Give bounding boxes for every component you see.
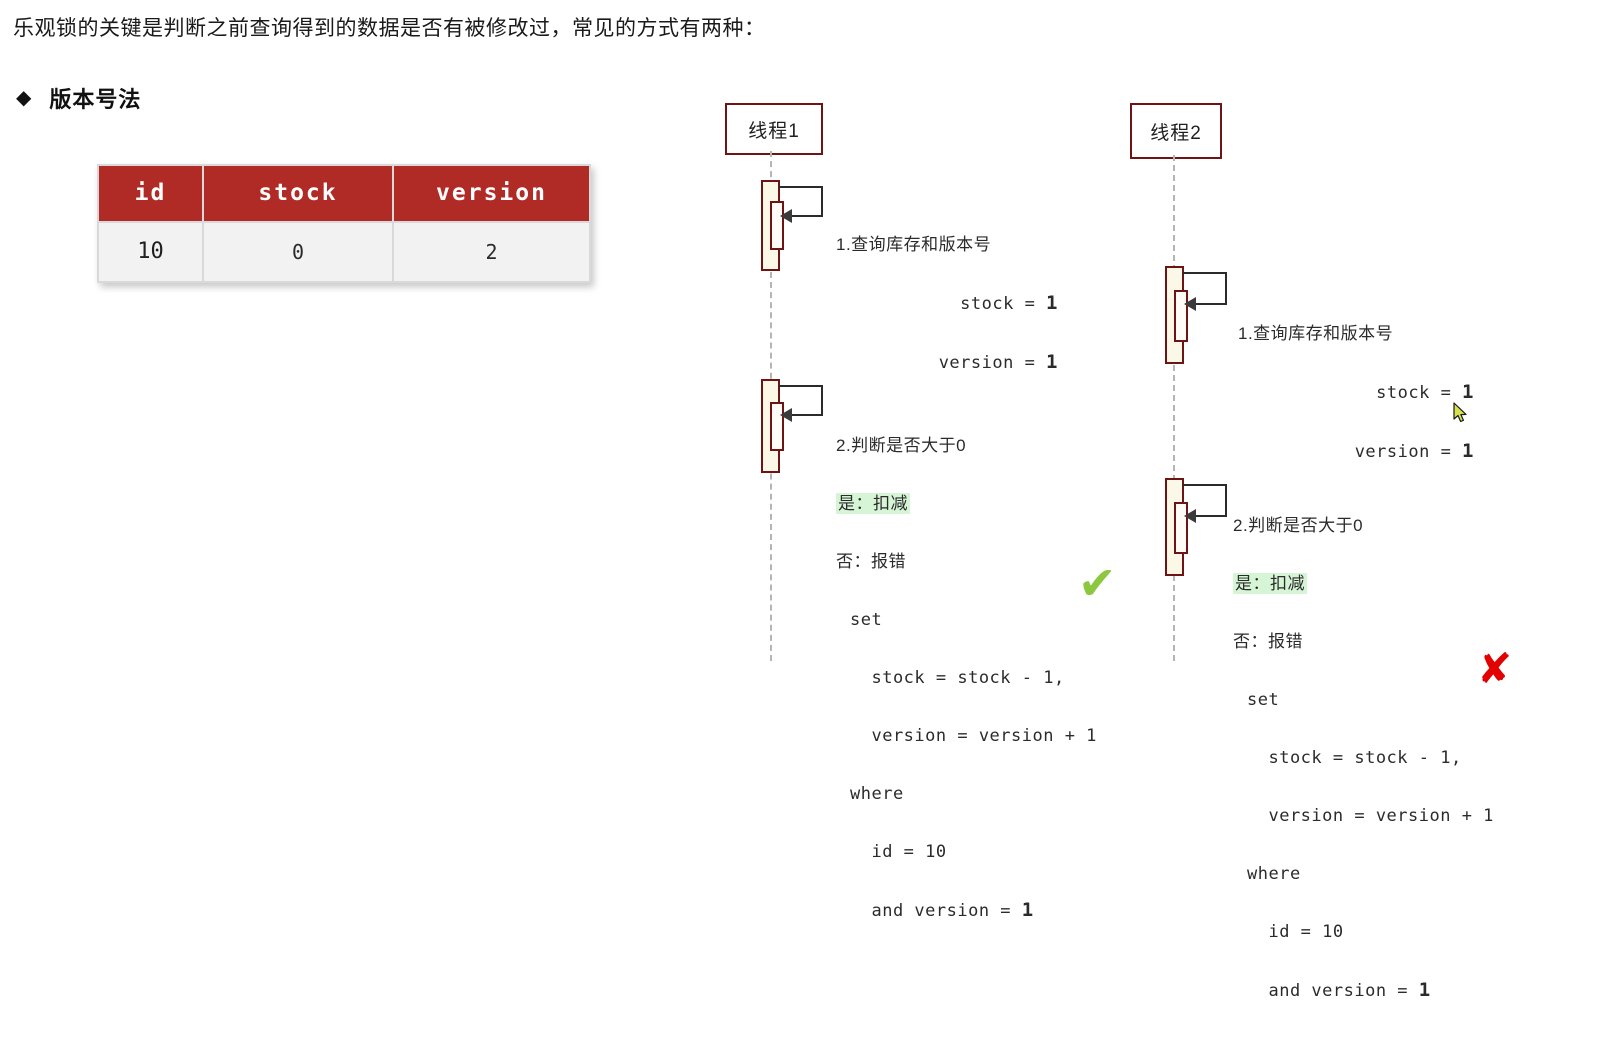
result-success-check-icon: ✔ (1078, 557, 1117, 609)
self-message-arrow-thread1-step1 (778, 186, 823, 223)
note-sql-line-last: and version = 1 (1247, 979, 1431, 1001)
note-yes-label: 是：扣减 (1233, 573, 1307, 594)
note-sql-line: id = 10 (850, 842, 947, 862)
note-title: 2.判断是否大于0 (1233, 516, 1364, 535)
note-sql-line-last: and version = 1 (850, 899, 1034, 921)
activation-bar-thread1-step1 (761, 180, 780, 271)
note-no-label: 否：报错 (1233, 632, 1303, 651)
activation-bar-thread1-step2 (761, 379, 780, 473)
sequence-diagram: 线程1 线程2 1.查询库存和版本号 stock = 1 version = 1… (725, 103, 1513, 1001)
note-no-label: 否：报错 (836, 552, 906, 571)
note-sql-line: where (850, 784, 904, 804)
table-row: 10 0 2 (99, 223, 589, 281)
note-value-stock: 1 (1046, 292, 1058, 314)
stock-table: id stock version 10 0 2 (97, 164, 591, 283)
note-line-version: version = 1 (1354, 440, 1474, 462)
self-message-arrow-thread1-step2 (778, 385, 823, 422)
note-sql-line: stock = stock - 1, (850, 668, 1065, 688)
section-heading-label: 版本号法 (49, 87, 142, 112)
note-title: 1.查询库存和版本号 (1238, 324, 1394, 343)
note-value-stock: 1 (1462, 381, 1474, 403)
table-cell-version: 2 (394, 223, 589, 281)
self-message-arrow-thread2-step2 (1182, 484, 1227, 523)
lifeline-dash-thread1 (770, 151, 772, 661)
note-sql-line: set (1247, 690, 1280, 710)
section-heading: ◆ 版本号法 (16, 82, 141, 114)
lifeline-head-thread2: 线程2 (1130, 103, 1222, 159)
note-line-version: version = 1 (938, 351, 1058, 373)
note-yes-line: 是：扣减 (1233, 573, 1513, 595)
note-title: 1.查询库存和版本号 (836, 235, 992, 254)
note-thread2-step2: 2.判断是否大于0 是：扣减 否：报错 set stock = stock - … (1233, 479, 1513, 1038)
note-sql-line: stock = stock - 1, (1247, 748, 1462, 768)
table-cell-stock: 0 (204, 223, 392, 281)
activation-bar-inner-thread1-step1 (770, 201, 784, 250)
note-line-stock: stock = 1 (960, 292, 1058, 314)
activation-bar-thread2-step1 (1165, 266, 1184, 364)
note-yes-line: 是：扣减 (836, 493, 1096, 515)
mouse-pointer-icon (1453, 402, 1467, 423)
note-value-version: 1 (1046, 351, 1058, 373)
activation-bar-thread2-step2 (1165, 478, 1184, 576)
activation-bar-inner-thread2-step2 (1174, 502, 1188, 554)
note-value-version: 1 (1462, 440, 1474, 462)
note-sql-line: version = version + 1 (1247, 806, 1494, 826)
note-line-stock: stock = 1 (1376, 381, 1474, 403)
diamond-bullet-icon: ◆ (16, 87, 32, 109)
table-header-stock: stock (204, 166, 392, 221)
note-sql-line: set (850, 610, 883, 630)
note-thread2-step1: 1.查询库存和版本号 stock = 1 version = 1 (1238, 287, 1474, 499)
note-value-version-check: 1 (1418, 979, 1431, 1001)
table-cell-id: 10 (99, 223, 202, 281)
lifeline-head-thread1: 线程1 (725, 103, 823, 155)
result-failure-cross-icon: ✘ (1477, 645, 1513, 692)
note-sql-line: version = version + 1 (850, 726, 1097, 746)
self-message-arrow-thread2-step1 (1182, 272, 1227, 311)
table-header-row: id stock version (99, 166, 589, 221)
note-title: 2.判断是否大于0 (836, 436, 967, 455)
page-intro-text: 乐观锁的关键是判断之前查询得到的数据是否有被修改过，常见的方式有两种： (13, 17, 766, 40)
table-header-version: version (394, 166, 589, 221)
note-sql-line: id = 10 (1247, 922, 1344, 942)
activation-bar-inner-thread1-step2 (770, 402, 784, 451)
note-thread1-step1: 1.查询库存和版本号 stock = 1 version = 1 (836, 198, 1058, 410)
note-sql-line: where (1247, 864, 1301, 884)
note-thread1-step2: 2.判断是否大于0 是：扣减 否：报错 set stock = stock - … (836, 399, 1096, 958)
note-value-version-check: 1 (1021, 899, 1034, 921)
activation-bar-inner-thread2-step1 (1174, 290, 1188, 342)
table-header-id: id (99, 166, 202, 221)
note-yes-label: 是：扣减 (836, 493, 910, 514)
lifeline-dash-thread2 (1173, 155, 1175, 661)
